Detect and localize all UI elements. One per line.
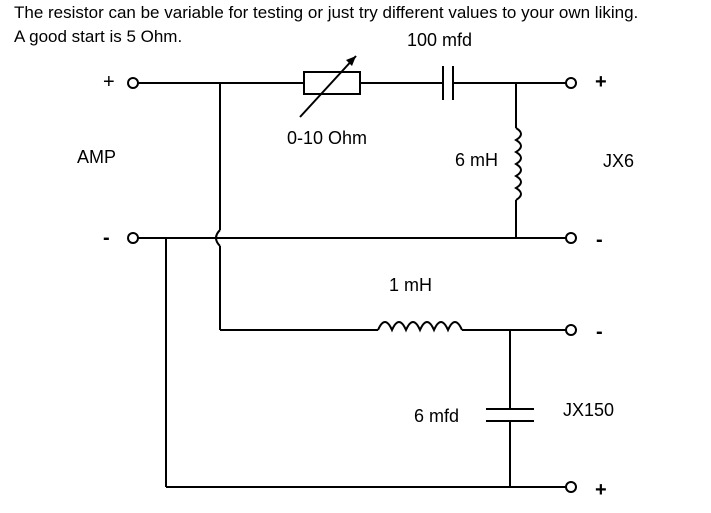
terminal-jx6-plus-node <box>565 77 577 89</box>
inductor-1mh <box>377 321 463 333</box>
resistor-variable-arrow <box>299 55 357 118</box>
terminal-jx150-minus-node <box>565 324 577 336</box>
terminal-amp-minus-node <box>127 232 139 244</box>
label-coil-6mh: 6 mH <box>455 150 499 170</box>
label-cap-6mfd: 6 mfd <box>414 406 460 426</box>
resistor-arrow-head <box>346 56 356 66</box>
label-cap-100mfd: 100 mfd <box>407 30 473 50</box>
terminal-jx6-plus: + <box>595 71 607 93</box>
label-jx6: JX6 <box>603 151 635 171</box>
note-line-1: The resistor can be variable for testing… <box>14 3 639 22</box>
terminal-jx150-minus: - <box>596 321 603 343</box>
terminal-jx150-plus: + <box>595 479 607 501</box>
terminal-amp-plus-node <box>127 77 139 89</box>
label-resistor: 0-10 Ohm <box>287 128 368 148</box>
terminal-amp-plus: + <box>103 71 115 93</box>
label-amp: AMP <box>77 147 117 167</box>
note-line-2: A good start is 5 Ohm. <box>14 27 183 46</box>
label-jx150: JX150 <box>563 400 615 420</box>
terminal-amp-minus: - <box>103 227 110 249</box>
terminal-jx6-minus-node <box>565 232 577 244</box>
terminal-jx150-plus-node <box>565 481 577 493</box>
inductor-6mh <box>514 127 522 201</box>
terminal-jx6-minus: - <box>596 229 603 251</box>
wire-crossing-hop <box>215 229 221 247</box>
label-coil-1mh: 1 mH <box>389 275 433 295</box>
